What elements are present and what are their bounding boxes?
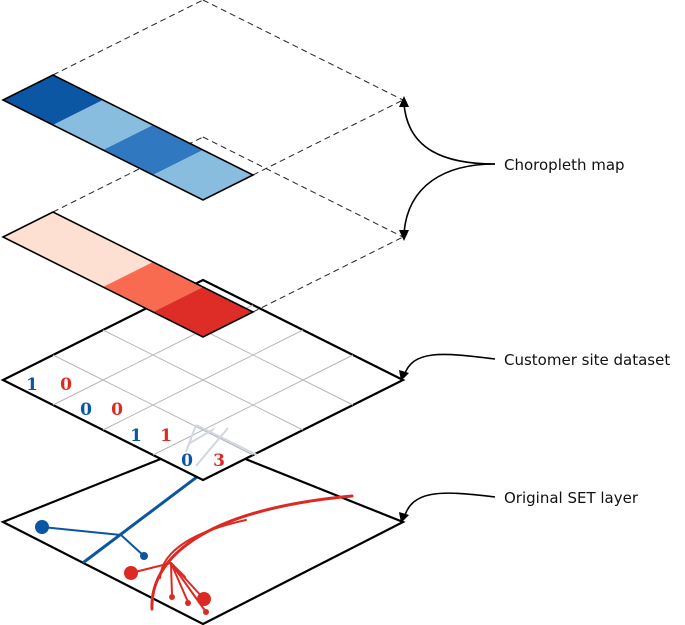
cell-counts: 1 0 0 0 1 1 0 3 xyxy=(26,375,225,471)
callout-arrows xyxy=(403,103,496,519)
arrowheads xyxy=(399,96,409,523)
red-choropleth-outline xyxy=(1,211,255,338)
arrowhead-set xyxy=(399,512,409,523)
choropleth-label: Choropleth map xyxy=(504,156,625,174)
choropleth-arrow-lower xyxy=(403,163,496,234)
count-blue-3: 1 xyxy=(130,426,142,446)
blue-choropleth-dashed-frame xyxy=(52,0,404,176)
set-layer xyxy=(0,426,406,625)
choropleth-arrow-upper xyxy=(403,103,496,165)
choropleth-layers xyxy=(1,0,404,338)
count-red-3: 1 xyxy=(160,426,172,446)
count-red-1: 0 xyxy=(60,375,72,395)
set-layer-label: Original SET layer xyxy=(504,489,639,507)
count-red-4: 3 xyxy=(213,451,225,471)
blue-choropleth xyxy=(1,0,404,201)
count-red-2: 0 xyxy=(111,400,123,420)
arrowhead-upper xyxy=(399,96,409,107)
count-blue-4: 0 xyxy=(181,451,193,471)
customer-site-label: Customer site dataset xyxy=(504,351,670,369)
arrowhead-lower xyxy=(399,230,409,241)
red-choropleth xyxy=(1,136,404,338)
blue-choropleth-outline xyxy=(1,74,255,201)
count-blue-2: 0 xyxy=(80,400,92,420)
set-layer-arrow xyxy=(403,492,496,519)
network-trace xyxy=(185,424,258,467)
red-network-icon xyxy=(124,494,354,615)
arrowhead-customer xyxy=(399,370,409,381)
customer-site-arrow xyxy=(403,353,496,377)
red-choropleth-dashed-frame xyxy=(52,136,404,313)
count-blue-1: 1 xyxy=(26,375,38,395)
